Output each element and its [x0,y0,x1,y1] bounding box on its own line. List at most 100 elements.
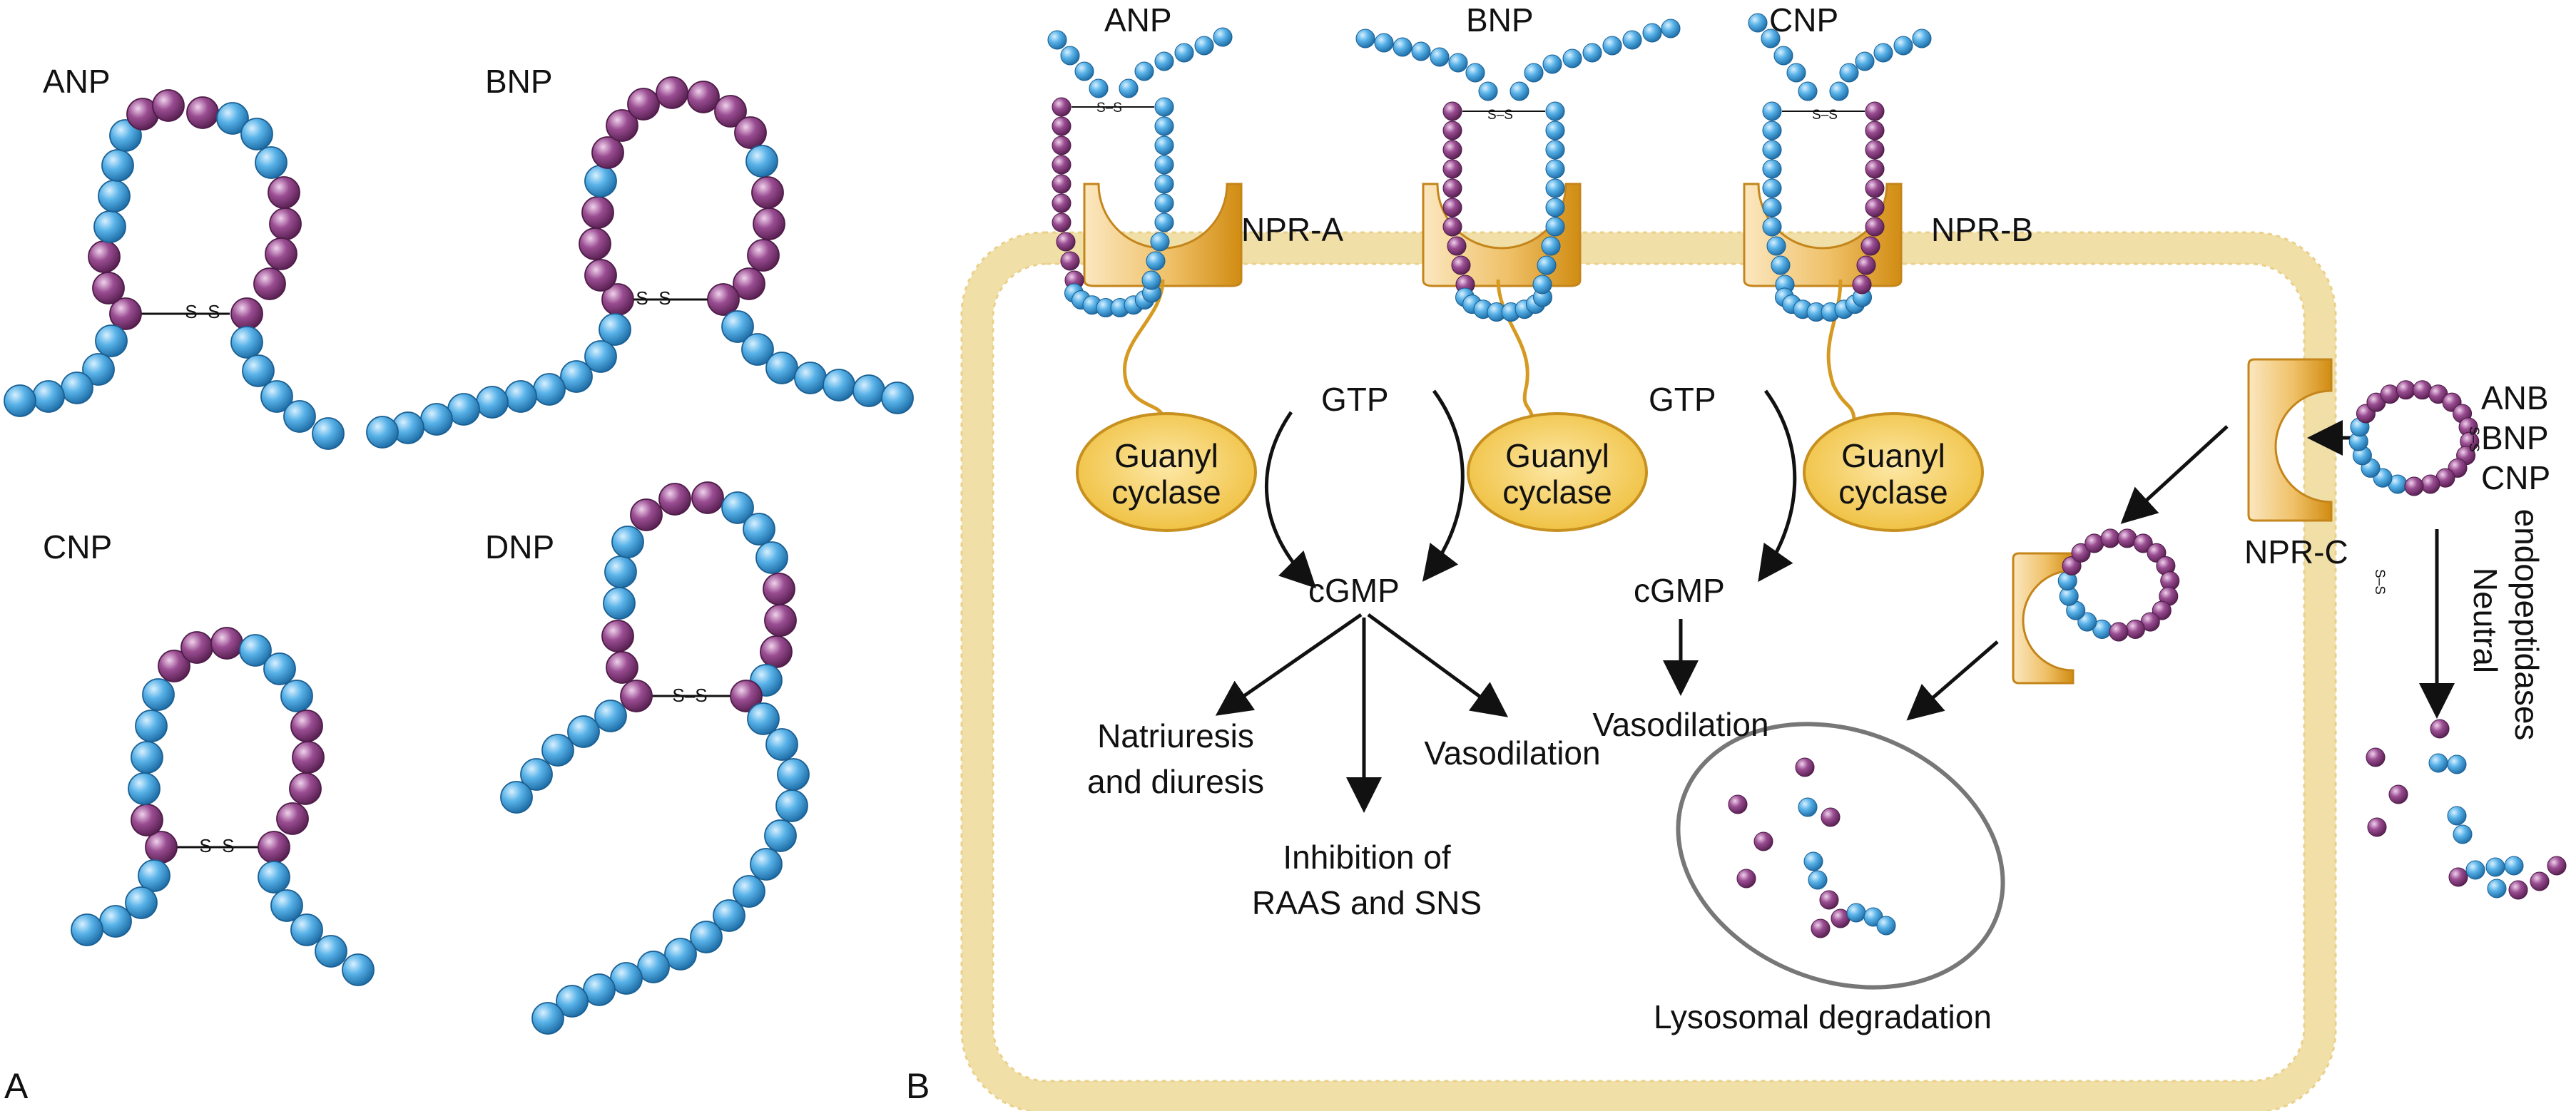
stalk-npr-a-1 [1122,279,1166,432]
ligand-anp-loop-bead [1052,97,1071,117]
ligand-anp [1047,27,1233,318]
ligand-bnp-loop-bead [1451,255,1471,275]
peptide-anp-loop-bead [240,118,273,150]
ligand-bnp-arm-right-bead [1602,36,1622,56]
ligand-cnp-loop-bead [1762,198,1782,217]
peptide-cnp-loop-bead [128,772,161,805]
panel-a-anp-label: ANP [43,63,111,100]
lysosome-fragment-bead [1795,757,1815,777]
peptide-dnp-loop-bead [763,573,795,605]
ligand-bnp-arm-left-bead [1355,29,1375,48]
peptide-cnp-tail-left-bead [138,859,170,892]
ligand-anp-arm-left-bead [1047,30,1067,50]
peptide-anp-loop-bead [93,210,126,243]
ligand-internalized-ring [2057,528,2180,642]
arrow-cgmp-vasodilation [1367,613,1509,717]
peptide-dnp-tail-right-bead [664,938,697,971]
ligand-cnp-loop-bead [1762,178,1782,198]
peptide-bnp [366,76,914,449]
peptide-cnp-loop-bead [276,802,309,835]
panel-b-letter: B [906,1066,930,1106]
endopeptidase-fragment-bead [2530,871,2550,891]
peptide-bnp-loop-bead [627,88,660,121]
peptide-dnp-loop-bead [760,635,793,668]
ligand-anp-loop-bead [1141,270,1161,290]
panel-a-dnp-bridge: S–S [672,685,707,706]
receptor-npr-a-1-body [1083,183,1243,287]
ligand-bnp-arm-right-bead [1642,23,1662,43]
cyclase-2-oval [1467,412,1648,532]
npr-c-label: NPR-C [2244,533,2348,570]
peptide-bnp-tail-left-bead [584,340,617,373]
ligand-bnp-arm-right-bead [1562,48,1582,68]
ligand-cnp-loop-bead [1771,255,1791,275]
ligand-internalized-ring-bead [2109,622,2129,642]
peptide-dnp-tail-left-bead [500,781,533,814]
peptide-cnp-loop-bead [292,741,325,774]
endopeptidase-fragment-bead [2465,860,2485,880]
lysosome-label: Lysosomal degradation [1654,998,1992,1035]
peptide-bnp-loop-bead [606,109,638,142]
endopeptidase-fragment-bead [2487,879,2507,898]
ligand-cnp-loop-bead [1762,159,1782,179]
peptide-dnp-tail-left-bead [520,758,553,791]
ligand-bnp-loop-bead [1545,101,1565,121]
endopeptidase-fragment-bead [2366,747,2386,767]
peptide-anp-loop-bead [98,180,131,213]
ligand-bnp-arm-left-bead [1411,41,1431,61]
cyclase-1-line2: cyclase [1111,473,1221,511]
ligand-nprc-ring-bead [2404,476,2424,496]
arrow-gtp2 [1758,389,1797,583]
peptide-bnp-tail-right-bead [765,352,798,384]
ligand-bnp-loop-bead [1442,101,1462,121]
ligand-anp-arm-right-bead [1119,78,1139,98]
lysosome-fragment-bead [1808,870,1828,890]
ligand-anp-loop-bead [1056,232,1076,252]
panel-a-bnp-label: BNP [485,63,553,100]
ligand-bnp-arm-right-bead [1622,30,1642,50]
ligand-anp-bridge: S–S [1096,101,1122,116]
ligand-anp-arm-left-bead [1074,61,1094,81]
peptide-bnp-loop-bead [579,227,611,260]
endopeptidase-fragment-bead [2367,817,2387,837]
lysosome-fragment-bead [1846,903,1866,923]
peptide-bnp-tail-left-bead [476,386,509,419]
peptide-bnp-tail-left-bead [504,380,537,413]
cgmp-2-label: cGMP [1634,572,1725,609]
npr-b-label: NPR-B [1931,211,2033,248]
peptide-cnp-tail-left-bead [125,886,158,919]
lysosome-fragment-bead [1736,869,1756,889]
peptide-anp-tail-left-bead [82,353,115,386]
ligand-bnp-loop-bead [1545,159,1565,179]
membrane-outer-line [960,231,2337,1111]
vasodilation-a-label: Vasodilation [1424,734,1600,772]
endopeptidase-fragment-bead [2485,857,2505,877]
peptide-bnp-loop-bead [656,76,688,109]
inhibition-line1: Inhibition of [1283,839,1450,876]
ligand-bnp-arm-right-bead [1510,81,1529,101]
ligand-cnp-arm-left-bead [1786,63,1806,83]
peptide-bnp-loop-bead [747,239,780,272]
ligand-internalized-ring-bead [2133,533,2153,553]
peptide-anp-tail-right-bead [283,400,316,433]
ligand-bnp-loop-bead [1537,255,1557,275]
peptide-bnp-loop-bead [591,136,624,169]
receptor-npr-c-internalized-body [2012,552,2074,685]
ligand-bnp-loop-bead [1442,140,1462,160]
endopeptidase-fragment-bead [2430,719,2450,739]
panel-a-anp-bridge: S–S [185,301,220,322]
enzyme-line1: Neutral [2467,568,2504,673]
arrow-gtp1-right [1422,389,1465,582]
peptide-bnp-tail-left-bead [533,373,566,406]
ligand-anp-arm-left-bead [1089,78,1109,98]
peptide-cnp-loop-bead [135,710,168,742]
ligand-cnp-arm-left-bead [1773,46,1793,66]
peptide-anp-tail-right-bead [242,354,275,387]
peptide-bnp-loop-bead [714,95,747,128]
ligand-cnp-loop-bead [1865,178,1885,198]
peptide-bnp-tail-right-bead [823,369,855,401]
panel-a-cnp-bridge: S–S [199,835,234,856]
peptide-dnp-loop-bead [764,604,797,637]
ligand-anp-loop-bead [1052,155,1071,175]
